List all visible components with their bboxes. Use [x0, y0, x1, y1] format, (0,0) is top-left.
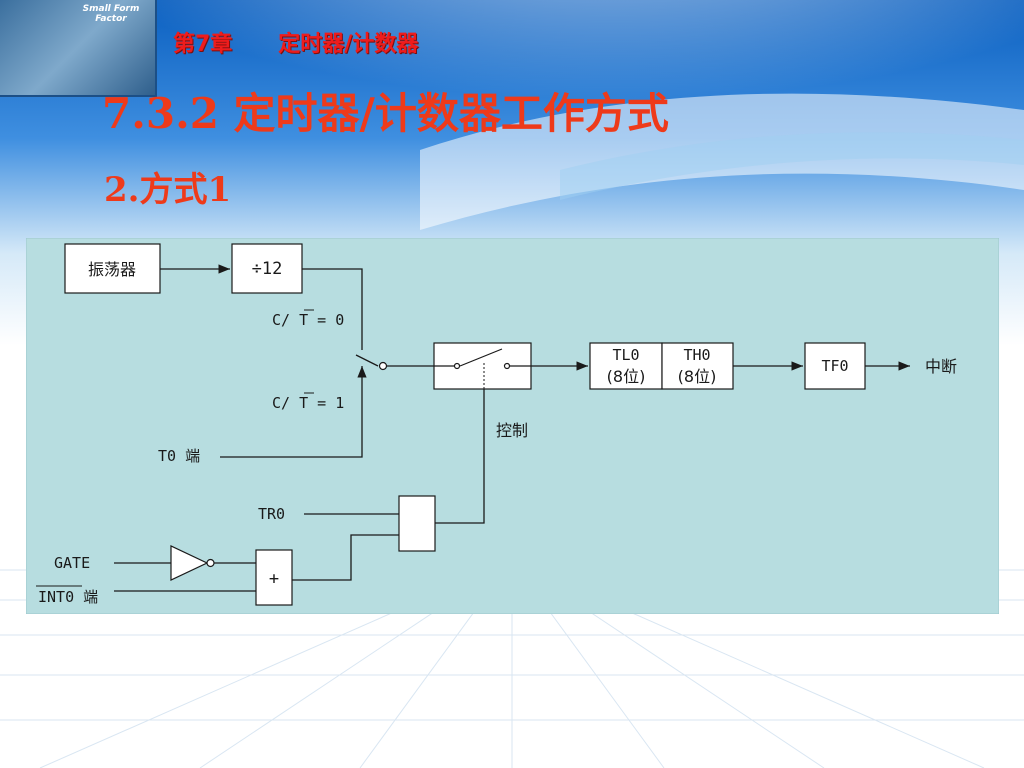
chapter-topic: 定时器/计数器 — [278, 32, 419, 57]
subsection-title: 2.方式1 — [104, 170, 232, 210]
th0-box — [661, 342, 734, 390]
tf0-label: TF0 — [821, 357, 848, 375]
chapter-number: 第7章 — [173, 32, 233, 57]
diagram-background — [26, 238, 999, 614]
or-gate-box — [255, 549, 293, 606]
interrupt-label: 中断 — [925, 357, 957, 376]
t0-to-switch-line — [220, 366, 367, 458]
section-title: 7.3.2 定时器/计数器工作方式 — [102, 89, 669, 138]
not-gate-bubble — [206, 558, 215, 568]
th0-bits: (8位) — [678, 367, 717, 386]
tl0-bits: (8位) — [607, 367, 646, 386]
timer-mode1-diagram: 振荡器 ÷12 C/ T = 0 C/ T = 1 T0 端 控制 TL0 (8… — [26, 238, 999, 614]
selector-switch-blade — [355, 354, 379, 367]
divider-box — [231, 243, 303, 294]
tf0-box — [804, 342, 866, 390]
logo-text-line1: Small Form — [82, 4, 140, 14]
not-gate — [170, 545, 209, 581]
or-symbol: + — [269, 569, 279, 589]
or-to-and-line — [292, 534, 399, 581]
tr0-label: TR0 — [258, 505, 285, 523]
ct1-label: C/ T = 1 — [272, 394, 344, 412]
chapter-title: 第7章 定时器/计数器 — [173, 26, 418, 58]
logo: Small Form Factor — [0, 0, 157, 97]
selector-switch-contact — [378, 361, 388, 371]
ct0-label: C/ T = 0 — [272, 311, 344, 329]
th0-name: TH0 — [683, 346, 710, 364]
gate-label: GATE — [54, 554, 90, 572]
div-to-switch-line — [302, 268, 363, 350]
control-label: 控制 — [496, 421, 528, 440]
tl0-name: TL0 — [612, 346, 639, 364]
and-gate-box — [398, 495, 436, 552]
divider-label: ÷12 — [252, 259, 283, 279]
int0-pin-label: INT0 端 — [38, 588, 98, 606]
oscillator-label: 振荡器 — [88, 260, 136, 279]
t0-pin-label: T0 端 — [158, 447, 200, 465]
logo-text: Small Form Factor — [70, 4, 152, 24]
oscillator-box — [64, 243, 161, 294]
logo-text-line2: Factor — [95, 14, 127, 24]
control-switch-contact-right — [503, 362, 511, 370]
control-switch-contact-left — [453, 362, 461, 370]
and-to-control-line — [435, 388, 485, 524]
